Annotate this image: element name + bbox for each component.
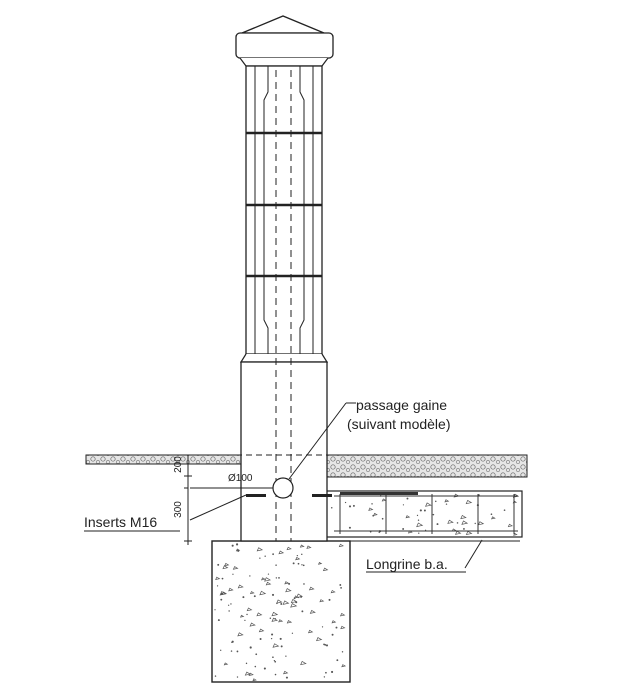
insert-right (312, 494, 332, 497)
pillar-base-flare (239, 353, 329, 363)
pillar-base-shaft (240, 361, 328, 542)
pillar-joints (246, 131, 322, 278)
ground-gravel-right (323, 454, 528, 478)
insert-left (246, 494, 266, 497)
inserts-leader (189, 494, 247, 521)
passage-sublabel: (suivant modèle) (347, 416, 451, 432)
pillar-upper-shaft (245, 65, 323, 355)
sheath-centerlines (275, 70, 292, 541)
inserts-label: Inserts M16 (84, 514, 158, 530)
longrine-beam (323, 490, 523, 538)
foundation-speckle (214, 543, 347, 682)
pillar-cap-top (241, 15, 325, 34)
longrine-label: Longrine b.a. (366, 556, 448, 572)
passage-leader (288, 402, 347, 480)
foundation-block (211, 540, 351, 683)
pillar-grooves (254, 66, 314, 354)
dimension-300-label: 300 (172, 501, 184, 518)
longrine-plate (340, 492, 418, 495)
diameter-label: Ø100 (228, 473, 253, 484)
sheath-passage-circle (272, 477, 294, 499)
longrine-rebar (334, 494, 518, 534)
longrine-leader (464, 539, 483, 569)
pillar-cap-base (239, 57, 329, 67)
ground-gravel-left (85, 454, 242, 465)
pillar-cap (235, 32, 334, 59)
passage-label: passage gaine (356, 397, 448, 413)
vertical-dimensions (184, 454, 192, 545)
dimension-200-label: 200 (172, 456, 184, 473)
